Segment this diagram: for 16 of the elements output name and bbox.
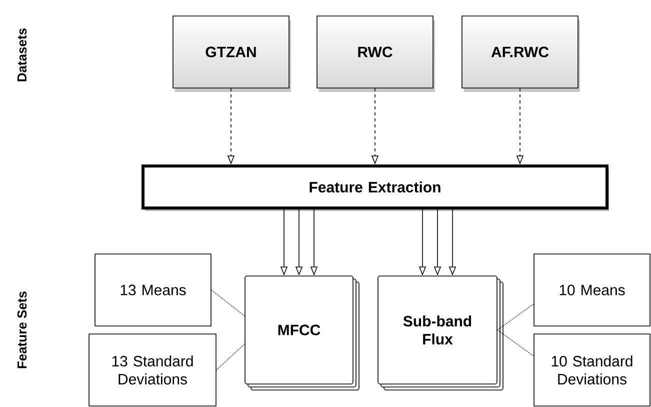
feature-box: 13 Standard Deviations: [88, 334, 216, 406]
feature-box: 13 Means: [94, 254, 212, 326]
side-label: Datasets: [17, 28, 27, 82]
connector-line: [497, 304, 534, 330]
process-bar: Feature Extraction: [142, 164, 609, 211]
connector-line: [216, 344, 245, 370]
dataset-box: RWC: [316, 16, 435, 92]
stacked-box: Sub-band Flux: [378, 276, 504, 390]
feature-box: 10 Standard Deviations: [534, 334, 650, 406]
dataset-box: AF.RWC: [462, 16, 580, 92]
feature-box: 10 Means: [534, 254, 650, 326]
side-label: Feature Sets: [17, 292, 27, 368]
connector-line: [211, 290, 245, 316]
stacked-box: MFCC: [244, 276, 360, 390]
connector-line: [497, 330, 534, 356]
dataset-box: GTZAN: [172, 16, 291, 92]
